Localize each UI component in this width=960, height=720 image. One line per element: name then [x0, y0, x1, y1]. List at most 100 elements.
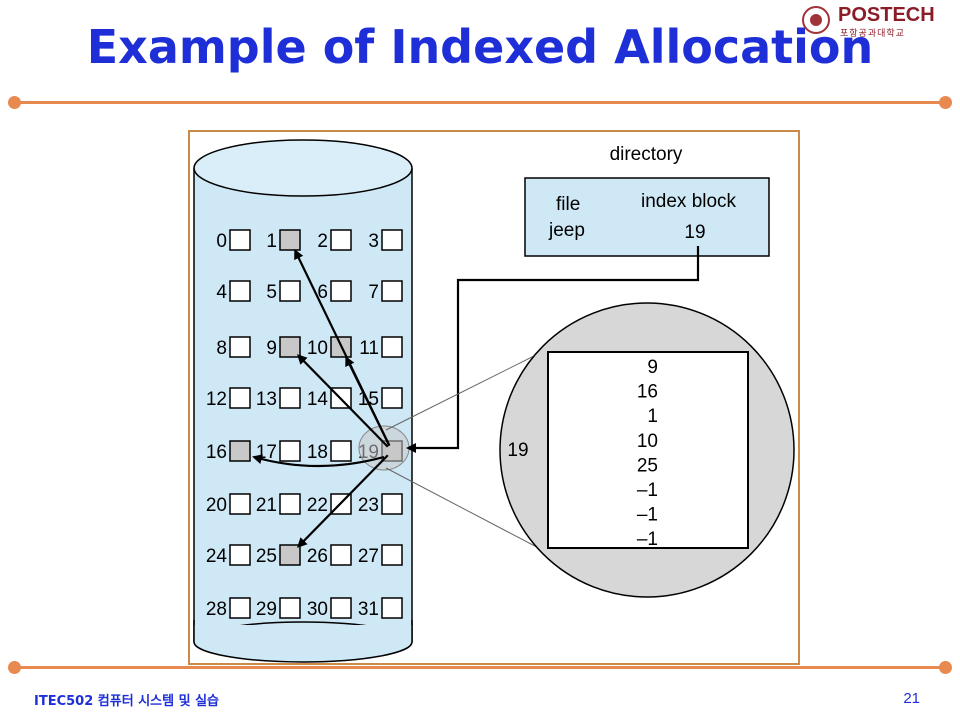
block-label: 31	[358, 599, 379, 620]
index-block-entry: 25	[637, 455, 658, 476]
page-number: 21	[903, 690, 920, 707]
zoom-line-top	[385, 347, 551, 431]
block-label: 8	[216, 338, 227, 359]
disk-block-free	[229, 493, 251, 515]
directory-pointer-arrow	[406, 246, 700, 453]
block-label: 16	[206, 442, 227, 463]
disk-block-free	[279, 387, 301, 409]
logo-text: POSTECH	[838, 4, 935, 26]
block-label: 22	[307, 495, 328, 516]
block-label: 24	[206, 546, 228, 567]
postech-seal-icon	[802, 6, 830, 34]
rule-dot-right	[939, 661, 952, 674]
block-label: 14	[307, 389, 329, 410]
block-label: 4	[216, 282, 227, 303]
disk-block-free	[381, 493, 403, 515]
block-label: 21	[256, 495, 277, 516]
index-block-number: 19	[507, 440, 528, 461]
block-label: 10	[307, 338, 328, 359]
index-block-entry: –1	[637, 529, 658, 550]
block-label: 1	[266, 231, 277, 252]
index-pointer-arrows	[252, 249, 391, 548]
pointer-arrow-to-block-9	[297, 354, 389, 448]
block-label: 3	[368, 231, 379, 252]
disk-block-free	[381, 597, 403, 619]
index-block-box	[547, 351, 749, 549]
logo-subtext: 포항공과대학교	[840, 29, 905, 39]
disk-block-free	[381, 280, 403, 302]
block-label: 20	[206, 495, 227, 516]
index-block-entry: –1	[637, 480, 658, 501]
block-label: 28	[206, 599, 227, 620]
disk-block-used	[279, 336, 301, 358]
directory-label: directory	[610, 144, 683, 165]
disk-block-free	[279, 280, 301, 302]
disk-block-free	[279, 493, 301, 515]
directory-header-file: file	[556, 194, 580, 215]
rule-dot-left	[8, 661, 21, 674]
bottom-rule	[8, 661, 952, 674]
block-label: 26	[307, 546, 328, 567]
disk-block-used	[279, 544, 301, 566]
slide-title: Example of Indexed Allocation	[86, 20, 874, 74]
index-block-entry: 16	[637, 382, 658, 403]
block-label: 2	[317, 231, 328, 252]
block-label: 15	[358, 389, 379, 410]
block-label: 0	[216, 231, 227, 252]
block-label: 7	[368, 282, 379, 303]
disk-block-free	[381, 544, 403, 566]
disk-block-free	[381, 336, 403, 358]
block-label: 23	[358, 495, 379, 516]
zoom-line-bottom	[385, 467, 551, 555]
disk-block-free	[229, 336, 251, 358]
block-label: 27	[358, 546, 379, 567]
disk-block-free	[279, 597, 301, 619]
directory-header-index-block: index block	[641, 191, 737, 212]
indexed-allocation-diagram: 0123456789101112131415161718192021222324…	[188, 130, 800, 665]
disk-block-free	[381, 229, 403, 251]
block-label: 12	[206, 389, 227, 410]
block-label: 25	[256, 546, 277, 567]
disk-block-free	[279, 440, 301, 462]
index-block-entry: 1	[647, 406, 658, 427]
block-label: 11	[359, 338, 379, 359]
pointer-arrow-to-block-16	[252, 454, 385, 468]
rule-dot-right	[939, 96, 952, 109]
pointer-arrow-to-block-25	[297, 454, 389, 548]
block-label: 9	[266, 338, 277, 359]
rule-dot-left	[8, 96, 21, 109]
disk-block-free	[330, 440, 352, 462]
disk-block-free	[229, 387, 251, 409]
disk-block-free	[330, 280, 352, 302]
diagram-canvas: 0123456789101112131415161718192021222324…	[188, 130, 800, 665]
disk-cylinder	[193, 139, 413, 663]
footer-course: ITEC502 컴퓨터 시스템 및 실습	[34, 694, 220, 709]
postech-logo: POSTECH 포항공과대학교	[800, 4, 950, 39]
index-block-entries: 9 16 1 10 25 –1 –1 –1	[637, 357, 658, 550]
block-label: 6	[317, 282, 328, 303]
index-block-entry: 9	[647, 357, 658, 378]
top-rule	[8, 96, 952, 109]
index-block-entry: 10	[637, 431, 658, 452]
disk-block-free	[229, 229, 251, 251]
directory-entry-index-block: 19	[684, 222, 705, 243]
disk-block-free	[330, 229, 352, 251]
disk-block-used	[279, 229, 301, 251]
pointer-arrow-to-block-10	[345, 355, 391, 447]
directory-table	[524, 177, 770, 257]
block-label: 29	[256, 599, 277, 620]
disk-blocks: 0123456789101112131415161718192021222324…	[206, 229, 403, 620]
directory-entry-file: jeep	[548, 220, 585, 241]
disk-block-used	[229, 440, 251, 462]
disk-block-free	[229, 597, 251, 619]
disk-block-free	[229, 280, 251, 302]
disk-block-free	[381, 387, 403, 409]
block-label: 13	[256, 389, 277, 410]
block-label: 18	[307, 442, 328, 463]
disk-block-free	[229, 544, 251, 566]
block-label: 30	[307, 599, 328, 620]
disk-block-free	[330, 544, 352, 566]
block-label: 5	[266, 282, 277, 303]
index-block-entry: –1	[637, 505, 658, 526]
disk-block-free	[330, 597, 352, 619]
